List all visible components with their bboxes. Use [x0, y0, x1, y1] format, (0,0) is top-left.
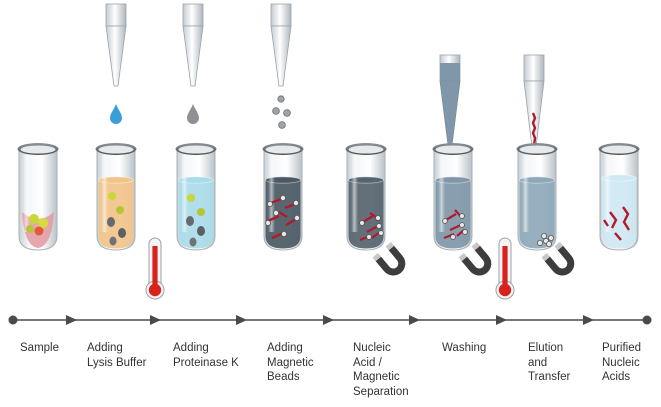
magnet-icon — [458, 242, 492, 276]
timeline-end-dot — [642, 315, 652, 325]
magnet-icon — [541, 242, 575, 276]
step-label-lysis-buffer: Adding Lysis Buffer — [87, 342, 147, 369]
timeline-arrow — [150, 315, 161, 325]
timeline-arrow — [496, 315, 507, 325]
thermometer-icon — [495, 237, 515, 300]
timeline-arrow — [66, 315, 77, 325]
sample-cells — [26, 214, 48, 236]
droplet-icon — [110, 104, 122, 124]
timeline-arrow — [409, 315, 420, 325]
pipette-icon — [182, 3, 204, 87]
pipette-icon — [523, 54, 545, 148]
pipette-icon — [439, 54, 461, 146]
step-label-washing: Washing — [442, 342, 487, 354]
step-label-separation: Nucleic Acid / Magnetic Separation — [353, 342, 409, 398]
test-tube-icon — [345, 143, 387, 251]
test-tube-icon — [95, 143, 137, 251]
dna-bead-cluster-washing — [442, 209, 468, 240]
droplet-icon — [187, 104, 199, 124]
magnetic-bead-drops — [272, 95, 291, 129]
step-label-magnetic-beads: Adding Magnetic Beads — [267, 342, 314, 384]
beads-pellet — [537, 232, 555, 247]
magnet-icon — [372, 242, 406, 276]
timeline-arrow — [236, 315, 247, 325]
lysis-particles — [107, 192, 126, 246]
dna-strand-icon — [531, 112, 537, 146]
pipette-icon — [105, 3, 127, 87]
timeline-arrow — [323, 315, 334, 325]
timeline-start-dot — [8, 315, 18, 325]
step-label-purified: Purified Nucleic Acids — [602, 342, 641, 384]
test-tube-icon — [598, 143, 640, 251]
step-label-proteinase-k: Adding Proteinase K — [173, 342, 239, 369]
timeline-arrow — [583, 315, 594, 325]
test-tube-icon — [516, 143, 558, 251]
step-label-elution: Elution and Transfer — [528, 342, 571, 384]
purified-dna-strands — [603, 206, 631, 241]
proteinase-particles — [186, 194, 205, 247]
dna-bead-cluster — [359, 212, 384, 242]
thermometer-icon — [145, 237, 165, 300]
dna-bead-complexes — [264, 194, 300, 240]
test-tube-icon — [175, 143, 217, 251]
step-label-sample: Sample — [20, 342, 59, 354]
pipette-icon — [270, 3, 292, 87]
